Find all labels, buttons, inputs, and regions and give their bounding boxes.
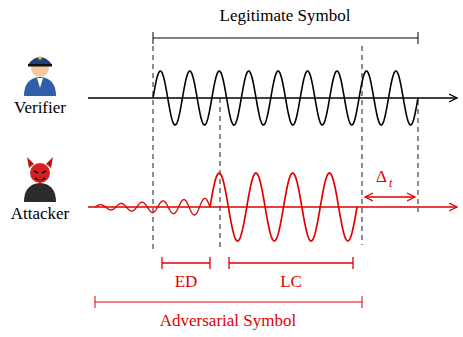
phase-label: LC [280, 273, 302, 292]
guide-lines [153, 46, 418, 250]
party-label: Verifier [14, 99, 66, 118]
delta-arrow [365, 196, 415, 197]
delta-symbol: Δ [376, 168, 387, 187]
attacker-icon [24, 157, 56, 202]
verifier-axis [88, 97, 457, 98]
legitimate-wave [153, 71, 418, 125]
adversarial-bracket [95, 296, 362, 308]
late-commit-wave [210, 173, 357, 241]
symbol-label: Adversarial Symbol [160, 312, 296, 331]
early-detect-wave [95, 198, 210, 215]
delta-subscript: t [389, 177, 392, 190]
party-label: Attacker [11, 205, 70, 224]
verifier-icon [24, 56, 56, 96]
symbol-label: Legitimate Symbol [220, 7, 351, 26]
attacker-axis [88, 206, 457, 207]
legitimate-bracket [153, 32, 418, 44]
phase-label: ED [175, 273, 198, 292]
phase-brackets [162, 257, 353, 269]
